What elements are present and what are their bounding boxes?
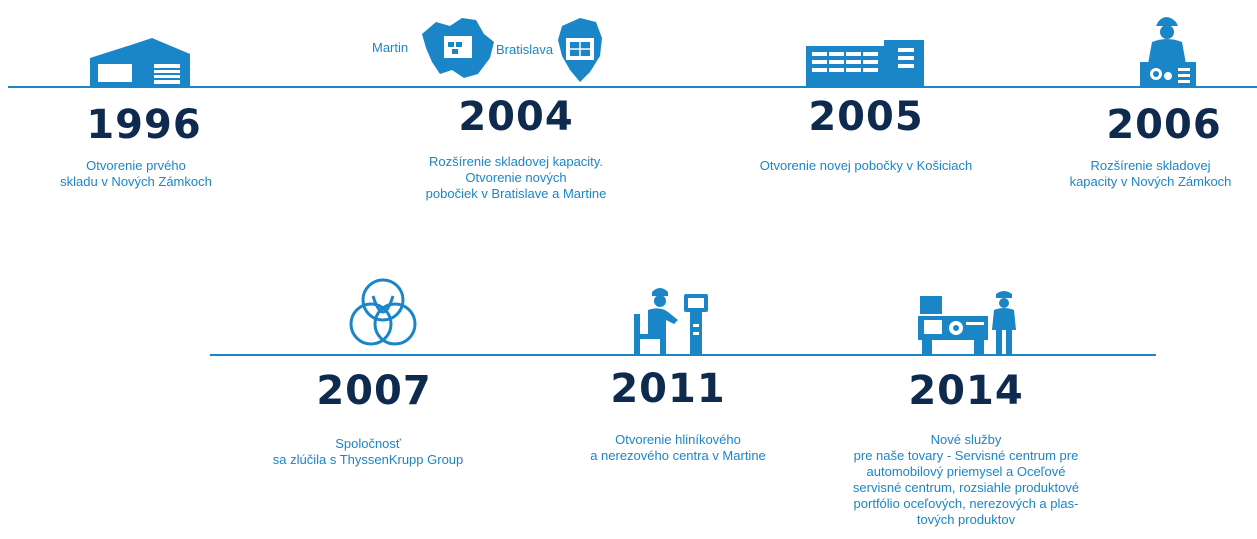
timeline-line-bottom (210, 354, 1156, 356)
thyssenkrupp-logo-icon (345, 278, 421, 355)
description-2014: Nové služby pre naše tovary - Servisné c… (852, 432, 1080, 527)
office-building-icon (806, 40, 926, 91)
description-2005: Otvorenie novej pobočky v Košiciach (759, 158, 973, 173)
year-2014: 2014 (908, 368, 1024, 414)
year-1996: 1996 (86, 102, 202, 148)
year-2007: 2007 (316, 368, 432, 414)
timeline-line-top (8, 86, 1257, 88)
map-label-martin: Martin (372, 40, 409, 55)
year-2004: 2004 (458, 94, 574, 140)
description-2011: Otvorenie hliníkového a nerezového centr… (590, 432, 766, 463)
worker-machine-icon (1136, 12, 1200, 93)
description-2006: Rozšírenie skladovej kapacity v Nových Z… (1069, 158, 1232, 189)
lathe-worker-icon (916, 290, 1020, 359)
map-icon (412, 12, 612, 91)
operator-console-icon (634, 284, 714, 361)
description-1996: Otvorenie prvého skladu v Nových Zámkoch (60, 158, 212, 189)
map-label-bratislava: Bratislava (496, 42, 554, 57)
warehouse-icon (88, 36, 192, 91)
year-2005: 2005 (808, 94, 924, 140)
year-2011: 2011 (610, 366, 726, 412)
year-2006: 2006 (1106, 102, 1222, 148)
description-2007: Spoločnosť sa zlúčila s ThyssenKrupp Gro… (272, 436, 464, 467)
description-2004: Rozšírenie skladovej kapacity. Otvorenie… (425, 154, 607, 201)
